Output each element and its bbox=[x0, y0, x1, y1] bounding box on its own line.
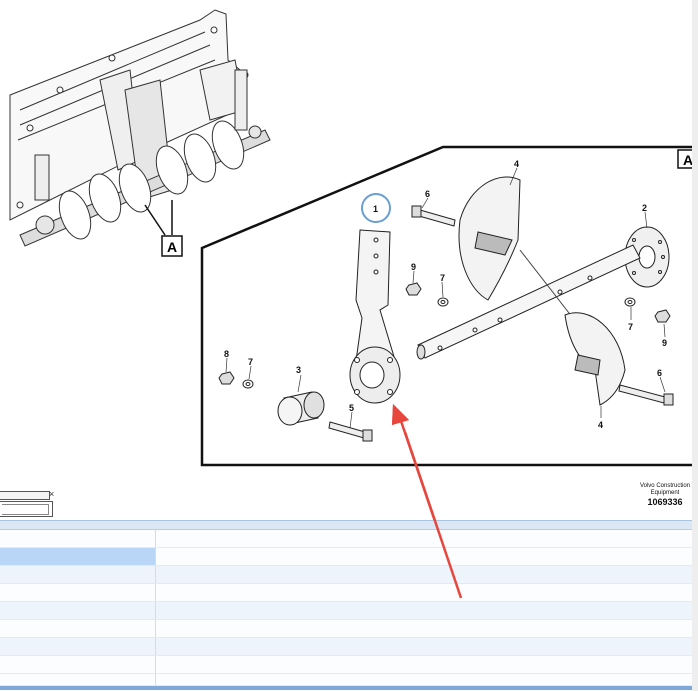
table-row[interactable] bbox=[0, 602, 692, 620]
drawing-credit: Volvo Construction Equipment 1069336 bbox=[640, 483, 690, 508]
callout-6-lower[interactable]: 6 bbox=[657, 368, 662, 378]
mini-panel-titlebar bbox=[0, 491, 50, 500]
callout-8[interactable]: 8 bbox=[224, 349, 229, 359]
credit-subtitle: Equipment bbox=[650, 490, 680, 496]
section-marker-label: A bbox=[167, 239, 177, 255]
part-8-nut bbox=[218, 371, 235, 385]
callout-6-upper[interactable]: 6 bbox=[425, 189, 430, 199]
part-9-nut-b bbox=[654, 309, 671, 323]
section-marker-a bbox=[161, 235, 183, 257]
parts-diagram: A A bbox=[9, 9, 698, 520]
parts-grid bbox=[0, 520, 698, 691]
part-6-bolt-upper bbox=[418, 209, 456, 227]
callout-4-upper[interactable]: 4 bbox=[514, 159, 519, 169]
part-9-nut-a bbox=[405, 282, 422, 296]
part-5-bolt bbox=[328, 421, 366, 439]
table-row[interactable] bbox=[0, 584, 692, 602]
callout-1[interactable]: 1 bbox=[373, 204, 378, 214]
credit-company: Volvo Construction bbox=[639, 483, 690, 489]
grid-header-bar bbox=[0, 520, 692, 530]
detail-section-label: A bbox=[683, 152, 693, 168]
table-row[interactable] bbox=[0, 530, 692, 548]
overview-auger bbox=[19, 69, 271, 247]
callout-4-lower[interactable]: 4 bbox=[598, 420, 603, 430]
part-3-sleeve bbox=[277, 396, 303, 426]
grid-footer-bar bbox=[0, 686, 692, 690]
part-6-bolt-lower bbox=[618, 384, 666, 404]
callout-9-b[interactable]: 9 bbox=[662, 338, 667, 348]
callout-7-a[interactable]: 7 bbox=[440, 273, 445, 283]
table-row[interactable] bbox=[0, 674, 692, 686]
annotation-arrow-line bbox=[398, 417, 436, 520]
drawing-number: 1069336 bbox=[647, 497, 683, 507]
callout-1-highlight bbox=[361, 193, 391, 223]
table-row[interactable] bbox=[0, 638, 692, 656]
window-scrollbar[interactable] bbox=[692, 0, 698, 691]
callout-2[interactable]: 2 bbox=[642, 203, 647, 213]
table-row[interactable] bbox=[0, 656, 692, 674]
close-icon[interactable]: × bbox=[49, 489, 55, 499]
callout-7-c[interactable]: 7 bbox=[248, 357, 253, 367]
callout-7-b[interactable]: 7 bbox=[628, 322, 633, 332]
callout-5[interactable]: 5 bbox=[349, 403, 354, 413]
annotation-arrow-head bbox=[392, 404, 409, 425]
table-row[interactable] bbox=[0, 566, 692, 584]
mini-panel: × bbox=[0, 489, 55, 517]
detail-frame bbox=[200, 145, 698, 467]
mini-panel-field[interactable] bbox=[0, 501, 53, 517]
table-row-selected[interactable] bbox=[0, 548, 692, 566]
callout-3[interactable]: 3 bbox=[296, 365, 301, 375]
callout-9-a[interactable]: 9 bbox=[411, 262, 416, 272]
table-row[interactable] bbox=[0, 620, 692, 638]
